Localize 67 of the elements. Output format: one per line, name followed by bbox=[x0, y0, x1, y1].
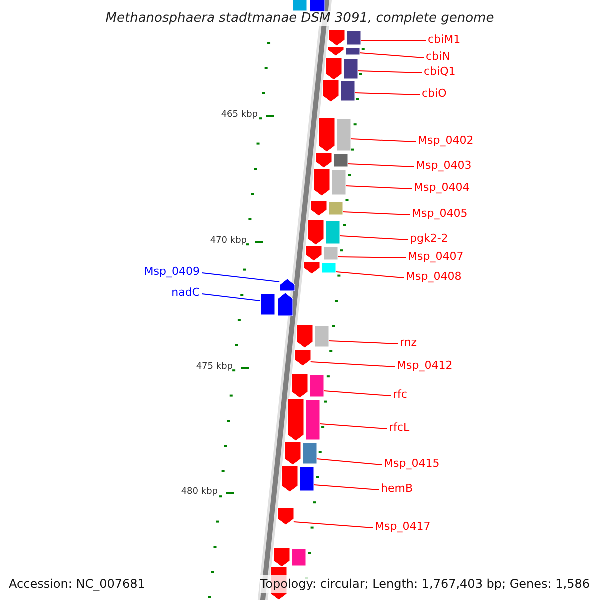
scale-label: 480 kbp bbox=[181, 487, 218, 498]
gene-label: Msp_0408 bbox=[406, 270, 462, 284]
leader-line bbox=[316, 458, 382, 466]
gene-label: Msp_0405 bbox=[412, 207, 468, 221]
genome-info-text: Topology: circular; Length: 1,767,403 bp; Genes: 1,586 bbox=[260, 575, 590, 593]
gene-feature-drawing bbox=[328, 47, 360, 56]
leader-line bbox=[323, 390, 392, 396]
gene-label: cbiO bbox=[422, 87, 447, 101]
leader-line bbox=[359, 52, 424, 58]
leader-line bbox=[347, 164, 414, 168]
gene-feature-drawing bbox=[310, 201, 343, 216]
gene-feature-drawing bbox=[294, 350, 311, 366]
leader-line bbox=[345, 186, 412, 190]
gene-feature-drawing bbox=[274, 548, 306, 567]
leader-line bbox=[320, 424, 388, 430]
gene-feature-drawing bbox=[278, 508, 294, 525]
gene-feature-drawing bbox=[306, 246, 338, 261]
leader-line bbox=[360, 40, 426, 42]
leader-line bbox=[350, 138, 416, 142]
gene-label: nadC bbox=[172, 286, 200, 300]
gene-label: hemB bbox=[381, 482, 414, 496]
gene-label: cbiN bbox=[426, 50, 450, 64]
gene-feature-drawing bbox=[326, 58, 358, 80]
gene-label: rnz bbox=[400, 336, 418, 350]
gene-feature-drawing bbox=[284, 442, 317, 465]
gene-label: cbiQ1 bbox=[424, 65, 456, 79]
leader-line bbox=[337, 256, 406, 258]
gene-feature-drawing bbox=[328, 30, 361, 46]
gene-feature-drawing bbox=[318, 118, 351, 152]
leader-line bbox=[357, 70, 422, 74]
gene-label: Msp_0417 bbox=[375, 520, 431, 534]
gene-feature-drawing bbox=[260, 293, 292, 316]
gene-label: Msp_0404 bbox=[414, 181, 470, 195]
gene-feature-drawing bbox=[288, 399, 320, 441]
gene-label: rfc bbox=[393, 388, 408, 402]
leader-line bbox=[202, 272, 280, 282]
gene-feature-drawing bbox=[314, 169, 346, 196]
leader-line bbox=[336, 272, 404, 278]
leader-line bbox=[328, 340, 398, 344]
gene-label: Msp_0415 bbox=[384, 457, 440, 471]
gene-label: Msp_0402 bbox=[418, 134, 474, 148]
leader-line bbox=[342, 212, 410, 216]
gene-feature-drawing bbox=[316, 153, 348, 168]
gene-label: cbiM1 bbox=[428, 33, 461, 47]
gene-label: Msp_0407 bbox=[408, 250, 464, 264]
leader-line bbox=[202, 294, 261, 302]
gene-label: Msp_0412 bbox=[397, 359, 453, 373]
gene-feature-drawing bbox=[323, 80, 356, 102]
gene-feature-drawing bbox=[304, 262, 336, 274]
gene-feature-drawing bbox=[297, 325, 330, 348]
gene-label: Msp_0403 bbox=[416, 159, 472, 173]
leader-line bbox=[313, 484, 380, 490]
gene-feature-drawing bbox=[292, 374, 324, 398]
scale-label: 475 kbp bbox=[196, 362, 233, 373]
gene-label: Msp_0409 bbox=[144, 265, 200, 279]
gene-label: rfcL bbox=[389, 421, 410, 435]
title: Methanosphaera stadtmanae DSM 3091, complete genome bbox=[104, 10, 496, 28]
scale-label: 470 kbp bbox=[210, 236, 247, 247]
leader-line bbox=[293, 522, 374, 528]
accession-text: Accession: NC_007681 bbox=[9, 576, 146, 593]
scale-label: 465 kbp bbox=[221, 110, 258, 121]
gene-label: pgk2-2 bbox=[410, 232, 448, 246]
leader-line bbox=[310, 362, 396, 368]
leader-line bbox=[354, 92, 420, 96]
gene-feature-drawing bbox=[282, 466, 314, 492]
leader-line bbox=[340, 236, 408, 240]
gene-feature-drawing bbox=[308, 220, 340, 245]
